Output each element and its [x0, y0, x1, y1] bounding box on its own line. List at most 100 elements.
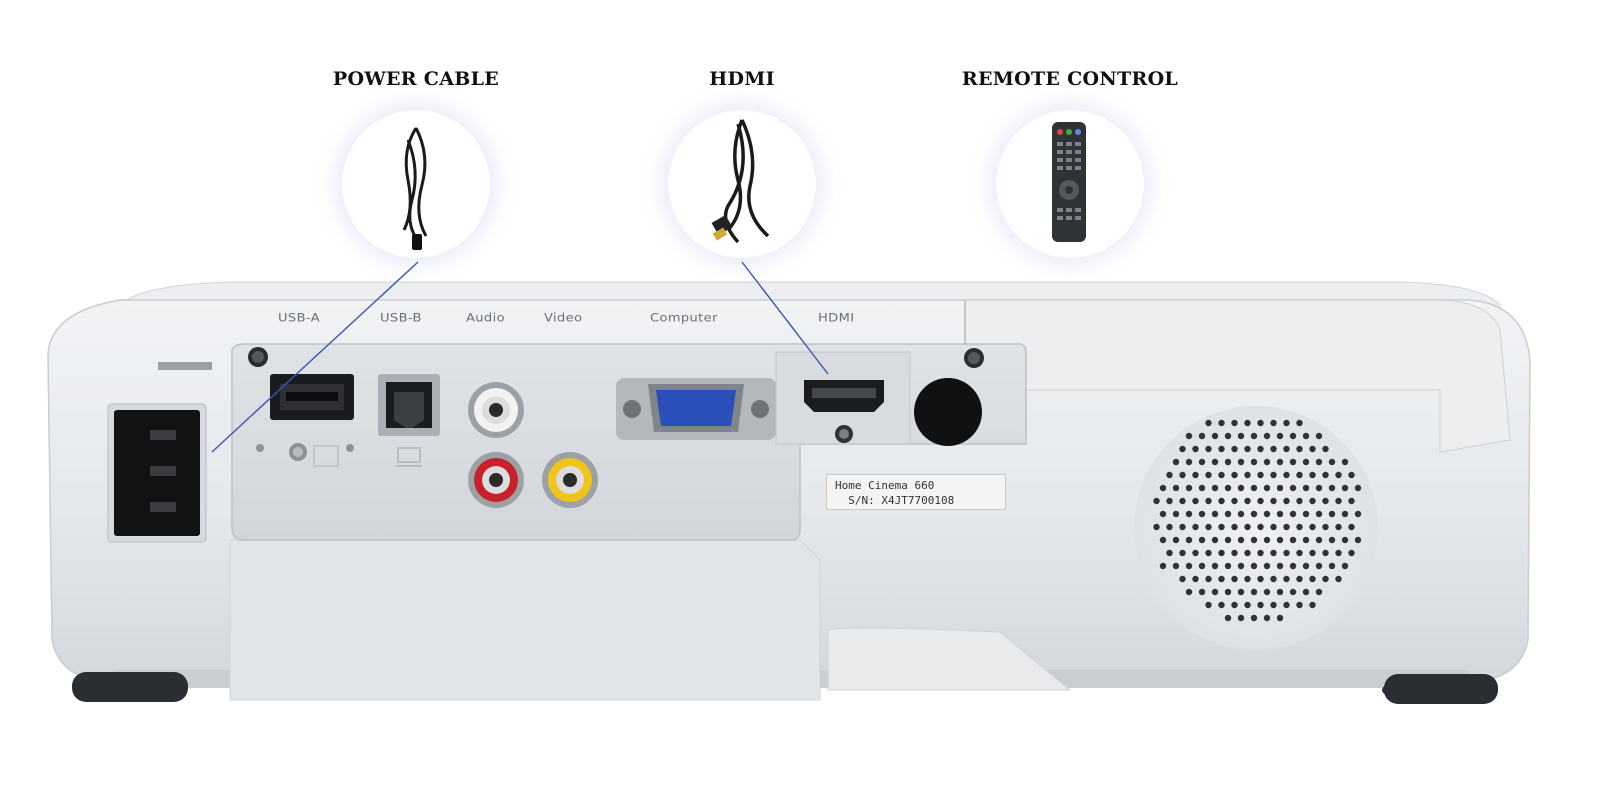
grill-hole	[1205, 523, 1212, 531]
grill-hole	[1283, 575, 1290, 583]
grill-hole	[1205, 575, 1212, 583]
grill-hole	[1270, 549, 1277, 557]
grill-hole	[1185, 536, 1193, 544]
grill-hole	[1263, 484, 1271, 492]
grill-hole	[1205, 419, 1212, 427]
grill-hole	[1302, 458, 1310, 466]
grill-hole	[1341, 484, 1349, 492]
grill-hole	[1289, 536, 1297, 544]
grill-hole	[1244, 523, 1251, 531]
grill-hole	[1159, 562, 1167, 570]
grill-hole	[1309, 575, 1316, 583]
grill-hole	[1166, 523, 1173, 531]
grill-hole	[1276, 458, 1284, 466]
grill-hole	[1302, 510, 1310, 518]
grill-hole	[1348, 497, 1355, 505]
model-sticker: Home Cinema 660 S/N: X4JT7700108	[826, 474, 1006, 510]
grill-hole	[1244, 471, 1251, 479]
grill-hole	[1289, 588, 1297, 596]
grill-hole	[1315, 484, 1323, 492]
grill-hole	[1166, 549, 1173, 557]
grill-hole	[1179, 549, 1186, 557]
grill-hole	[1348, 549, 1355, 557]
grill-hole	[1224, 588, 1232, 596]
grill-hole	[1185, 588, 1193, 596]
grill-hole	[1296, 419, 1303, 427]
grill-hole	[1322, 445, 1329, 453]
grill-hole	[1244, 419, 1251, 427]
grill-hole	[1218, 471, 1225, 479]
grill-hole	[1263, 536, 1271, 544]
grill-hole	[1198, 458, 1206, 466]
grill-hole	[1263, 432, 1271, 440]
grill-hole	[1354, 510, 1362, 518]
grill-hole	[1244, 445, 1251, 453]
grill-hole	[1211, 432, 1219, 440]
grill-hole	[1270, 445, 1277, 453]
grill-hole	[1309, 523, 1316, 531]
grill-hole	[1198, 432, 1206, 440]
grill-hole	[1263, 588, 1271, 596]
grill-hole	[1335, 575, 1342, 583]
grill-hole	[1159, 536, 1167, 544]
grill-hole	[1179, 471, 1186, 479]
grill-hole	[1322, 497, 1329, 505]
grill-hole	[1185, 562, 1193, 570]
grill-hole	[1315, 588, 1323, 596]
callout-label-hdmi: HDMI	[709, 68, 775, 90]
grill-hole	[1276, 432, 1284, 440]
remote-control-callout	[996, 110, 1144, 258]
grill-hole	[1218, 575, 1225, 583]
grill-hole	[1328, 484, 1336, 492]
grill-hole	[1211, 562, 1219, 570]
grill-hole	[1348, 471, 1355, 479]
grill-hole	[1341, 536, 1349, 544]
grill-hole	[1270, 419, 1277, 427]
port-label-usb-b: USB-B	[380, 312, 422, 325]
grill-hole	[1315, 432, 1323, 440]
grill-hole	[1224, 510, 1232, 518]
power-cable-icon	[402, 127, 428, 250]
grill-hole	[1341, 458, 1349, 466]
port-label-hdmi: HDMI	[818, 312, 855, 325]
grill-hole	[1237, 562, 1245, 570]
grill-hole	[1250, 588, 1258, 596]
grill-hole	[1315, 536, 1323, 544]
grill-hole	[1231, 419, 1238, 427]
grill-hole	[1231, 549, 1238, 557]
grill-hole	[1231, 523, 1238, 531]
grill-hole	[1289, 510, 1297, 518]
grill-hole	[1263, 614, 1271, 622]
grill-hole	[1172, 484, 1180, 492]
grill-hole	[1250, 562, 1258, 570]
grill-hole	[1315, 562, 1323, 570]
grill-hole	[1289, 562, 1297, 570]
grill-hole	[1192, 523, 1199, 531]
grill-hole	[1276, 562, 1284, 570]
grill-hole	[1289, 484, 1297, 492]
grill-hole	[1153, 523, 1160, 531]
grill-hole	[1237, 484, 1245, 492]
grill-hole	[1328, 536, 1336, 544]
port-label-usb-a: USB-A	[278, 312, 320, 325]
grill-hole	[1283, 523, 1290, 531]
grill-hole	[1205, 549, 1212, 557]
grill-hole	[1198, 562, 1206, 570]
grill-hole	[1257, 419, 1264, 427]
grill-hole	[1289, 458, 1297, 466]
grill-hole	[1335, 523, 1342, 531]
grill-hole	[1283, 445, 1290, 453]
grill-hole	[1224, 484, 1232, 492]
serial-number: S/N: X4JT7700108	[835, 494, 955, 507]
grill-hole	[1224, 614, 1232, 622]
grill-hole	[1237, 510, 1245, 518]
grill-hole	[1231, 445, 1238, 453]
grill-hole	[1335, 497, 1342, 505]
hdmi-cable-callout	[668, 110, 816, 258]
grill-hole	[1257, 471, 1264, 479]
grill-hole	[1244, 549, 1251, 557]
grill-hole	[1250, 458, 1258, 466]
grill-hole	[1257, 497, 1264, 505]
grill-hole	[1159, 510, 1167, 518]
grill-hole	[1185, 432, 1193, 440]
